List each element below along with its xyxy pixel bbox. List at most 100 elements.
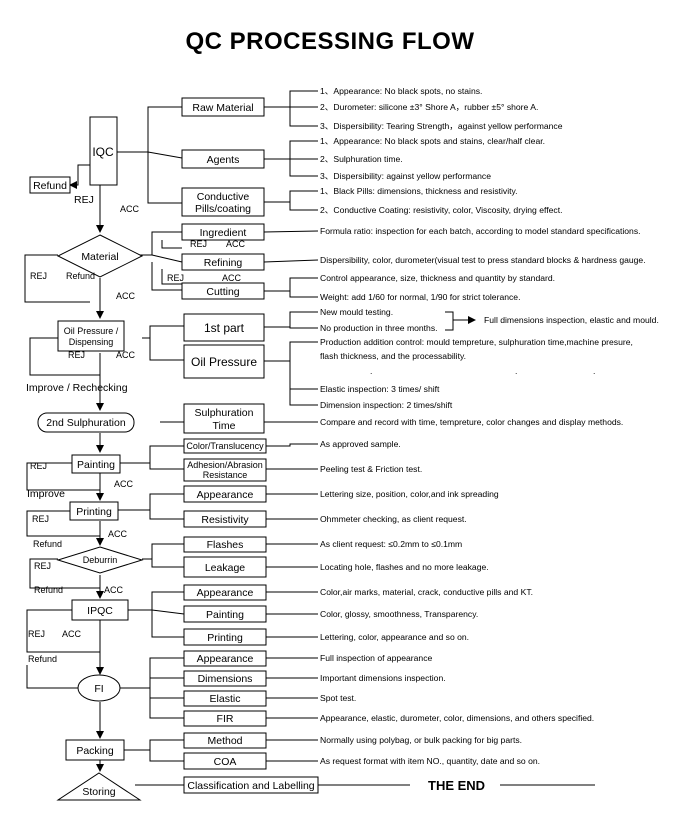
printing-node: Printing <box>69 501 119 521</box>
note-dot-3: . <box>593 366 595 376</box>
packing-node: Packing <box>65 739 125 761</box>
note-cutting-2: Weight: add 1/60 for normal, 1/90 for st… <box>320 292 520 302</box>
oil-acc: ACC <box>116 350 136 360</box>
note-dot-1: . <box>370 366 372 376</box>
iqc-label: IQC <box>92 145 114 159</box>
note-fir: Appearance, elastic, durometer, color, d… <box>320 713 594 723</box>
flow-labels: REJ ACC REJ Refund ACC REJ ACC Improve /… <box>26 194 246 664</box>
note-resistivity: Ohmmeter checking, as client request. <box>320 514 467 524</box>
note-agents-3: 3、Dispersibility: against yellow perform… <box>320 171 491 181</box>
material-rej: REJ <box>30 271 47 281</box>
item-boxes: Raw Material Agents Conductive Pills/coa… <box>181 97 319 794</box>
method-box: Method <box>207 735 242 747</box>
note-adhesion: Peeling test & Friction test. <box>320 464 422 474</box>
raw-material-box: Raw Material <box>192 102 253 114</box>
note-oil-3: Elastic inspection: 3 times/ shift <box>320 384 440 394</box>
printing-label: Printing <box>76 506 112 518</box>
note-sulphuration: Compare and record with time, tempreture… <box>320 417 623 427</box>
improve-rechecking: Improve / Rechecking <box>26 382 128 394</box>
fi-refund: Refund <box>28 654 57 664</box>
refining-box: Refining <box>204 257 243 269</box>
conductive-box-line2: Pills/coating <box>195 203 251 215</box>
note-first-part-2: No production in three months. <box>320 323 438 333</box>
notes: 1、Appearance: No black spots, no stains.… <box>320 86 659 793</box>
note-agents-2: 2、Sulphuration time. <box>320 154 403 164</box>
packing-label: Packing <box>76 745 114 757</box>
ipqc-node: IPQC <box>71 599 129 621</box>
cutting-box: Cutting <box>206 286 239 298</box>
deburrin-label: Deburrin <box>83 555 118 565</box>
note-raw-3: 3、Dispersibility: Tearing Strength，again… <box>320 121 563 131</box>
ingredient-acc: ACC <box>226 239 246 249</box>
ingredient-box: Ingredient <box>200 227 247 239</box>
painting-node: Painting <box>71 454 121 474</box>
the-end: THE END <box>428 778 485 793</box>
note-connectors <box>263 90 595 786</box>
note-agents-1: 1、Appearance: No black spots and stains,… <box>320 136 545 146</box>
note-print-appearance: Lettering size, position, color,and ink … <box>320 489 499 499</box>
painting-rej: REJ <box>30 461 47 471</box>
first-part-box: 1st part <box>204 321 245 335</box>
material-node: Material <box>56 234 144 278</box>
fi-appearance-box: Appearance <box>197 653 254 665</box>
color-translucency-box: Color/Translucency <box>186 441 264 451</box>
agents-box: Agents <box>207 154 240 166</box>
leakage-box: Leakage <box>205 562 245 574</box>
sulphuration-time-line2: Time <box>213 420 236 432</box>
fir-box: FIR <box>217 713 234 725</box>
fi-node: FI <box>77 674 121 702</box>
conductive-box-line1: Conductive <box>197 191 250 203</box>
painting-improve: Improve <box>27 488 65 500</box>
note-ipqc-printing: Lettering, color, appearance and so on. <box>320 632 469 642</box>
note-ingredient: Formula ratio: inspection for each batch… <box>320 226 641 236</box>
note-conductive-2: 2、Conductive Coating: resistivity, color… <box>320 205 562 215</box>
note-raw-2: 2、Durometer: silicone ±3° Shore A，rubber… <box>320 102 538 112</box>
dimensions-box: Dimensions <box>198 673 253 685</box>
note-refining: Dispersibility, color, durometer(visual … <box>320 255 646 265</box>
refund-node: Refund <box>29 176 71 194</box>
refining-acc: ACC <box>222 273 242 283</box>
ipqc-rej: REJ <box>28 629 45 639</box>
oil-rej: REJ <box>68 350 85 360</box>
refining-rej: REJ <box>167 273 184 283</box>
note-ipqc-appearance: Color,air marks, material, crack, conduc… <box>320 587 533 597</box>
storing-label: Storing <box>82 786 115 798</box>
page-title: QC PROCESSING FLOW <box>185 28 475 55</box>
note-method: Normally using polybag, or bulk packing … <box>320 735 522 745</box>
note-leakage: Locating hole, flashes and no more leaka… <box>320 562 489 572</box>
refund-label: Refund <box>33 180 67 192</box>
ipqc-label: IPQC <box>87 605 113 617</box>
note-coa: As request format with item NO., quantit… <box>320 756 540 766</box>
fi-label: FI <box>94 683 103 695</box>
ipqc-printing-box: Printing <box>207 632 243 644</box>
adhesion-line1: Adhesion/Abrasion <box>187 460 263 470</box>
note-raw-1: 1、Appearance: No black spots, no stains. <box>320 86 482 96</box>
printing-acc: ACC <box>108 529 128 539</box>
iqc-acc: ACC <box>120 204 140 214</box>
note-cutting-1: Control appearance, size, thickness and … <box>320 273 555 283</box>
flashes-box: Flashes <box>207 539 244 551</box>
note-oil-2: flash thickness, and the processability. <box>320 351 466 361</box>
flow-connectors <box>24 106 185 786</box>
ipqc-acc: ACC <box>62 629 82 639</box>
ingredient-rej: REJ <box>190 239 207 249</box>
storing-node: Storing <box>56 772 142 801</box>
note-dot-2: . <box>515 366 517 376</box>
deburrin-refund: Refund <box>34 585 63 595</box>
printing-refund: Refund <box>33 539 62 549</box>
resistivity-box: Resistivity <box>201 514 249 526</box>
note-oil-1: Production addition control: mould tempr… <box>320 337 633 347</box>
painting-label: Painting <box>77 459 115 471</box>
print-appearance-box: Appearance <box>197 489 254 501</box>
deburrin-node: Deburrin <box>56 546 144 574</box>
ipqc-painting-box: Painting <box>206 609 244 621</box>
iqc-node: IQC <box>89 116 118 186</box>
note-conductive-1: 1、Black Pills: dimensions, thickness and… <box>320 186 518 196</box>
note-color: As approved sample. <box>320 439 401 449</box>
classification-box: Classification and Labelling <box>187 780 314 792</box>
deburrin-rej: REJ <box>34 561 51 571</box>
oil-pressure-line1: Oil Pressure / <box>64 326 119 336</box>
oil-pressure-dispensing-node: Oil Pressure / Dispensing <box>57 320 125 352</box>
note-fi-appearance: Full inspection of appearance <box>320 653 432 663</box>
